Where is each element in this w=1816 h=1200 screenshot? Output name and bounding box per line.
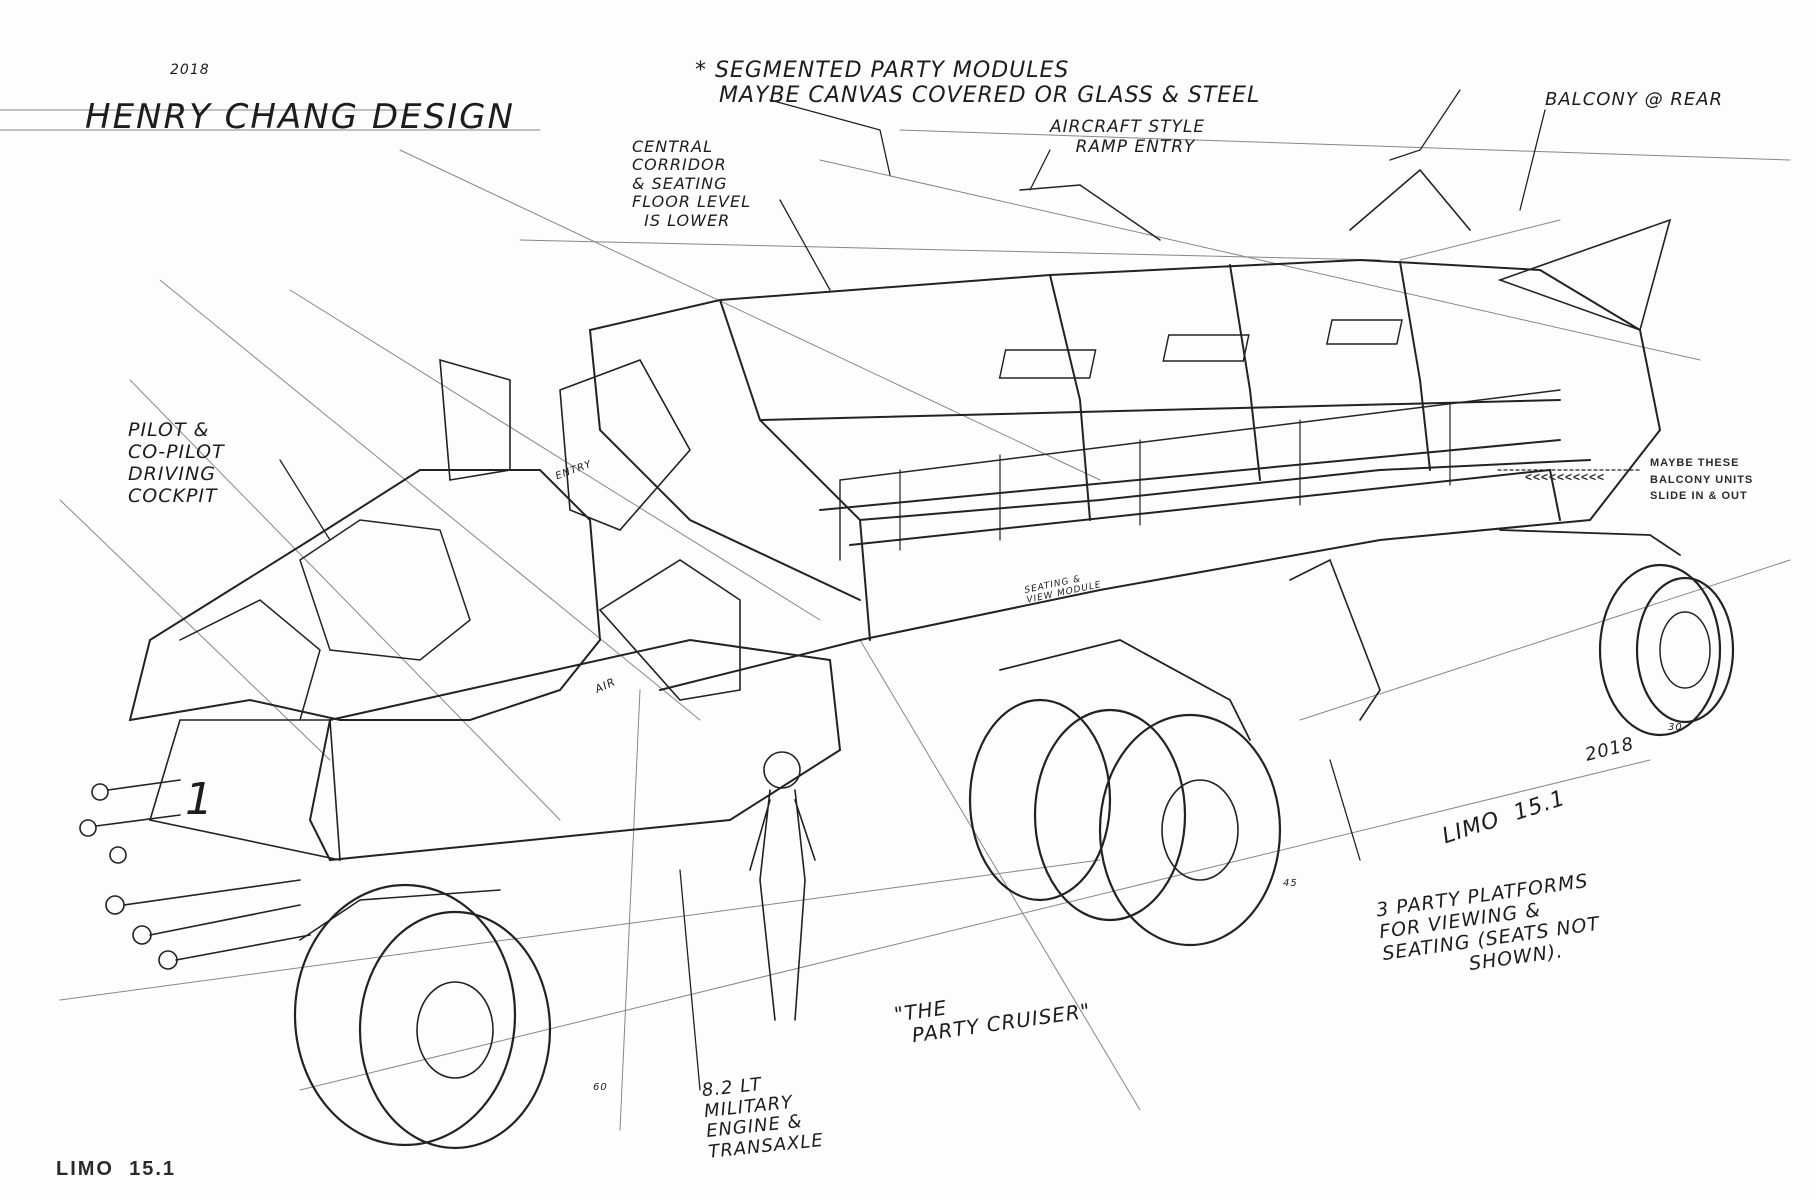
annotation-central-corridor: Central corridor & seating floor level i… [632, 137, 752, 230]
annotation-pilot-cockpit: Pilot & co-pilot driving cockpit [128, 419, 225, 507]
vehicle-body [79, 168, 1672, 970]
leader-lines [279, 89, 1641, 1091]
dimension-45: 45 [1283, 878, 1298, 889]
dimension-30: 30 [1668, 722, 1683, 733]
vehicle-number: 1 [185, 774, 214, 825]
wheels [293, 529, 1735, 1150]
dimension-60: 60 [593, 1082, 608, 1093]
annotation-segmented-modules: * Segmented Party Modules Maybe canvas c… [695, 58, 1261, 109]
footer-caption: LIMO 15.1 [56, 1158, 177, 1180]
annotation-aircraft-ramp: Aircraft style ramp entry [1050, 117, 1206, 157]
person-figure [749, 751, 816, 1021]
perspective-lines [0, 109, 1791, 1131]
designer-title: Henry Chang Design [85, 97, 515, 137]
annotation-engine: 8.2 LT military engine & transaxle [700, 1073, 825, 1163]
balcony-arrows: <<<<<<<<<< [1525, 470, 1614, 484]
annotation-balcony-rear: Balcony @ Rear [1545, 89, 1724, 110]
header-year: 2018 [170, 62, 210, 78]
annotation-balcony-units: MAYBE THESE BALCONY UNITS SLIDE IN & OUT [1650, 457, 1754, 502]
